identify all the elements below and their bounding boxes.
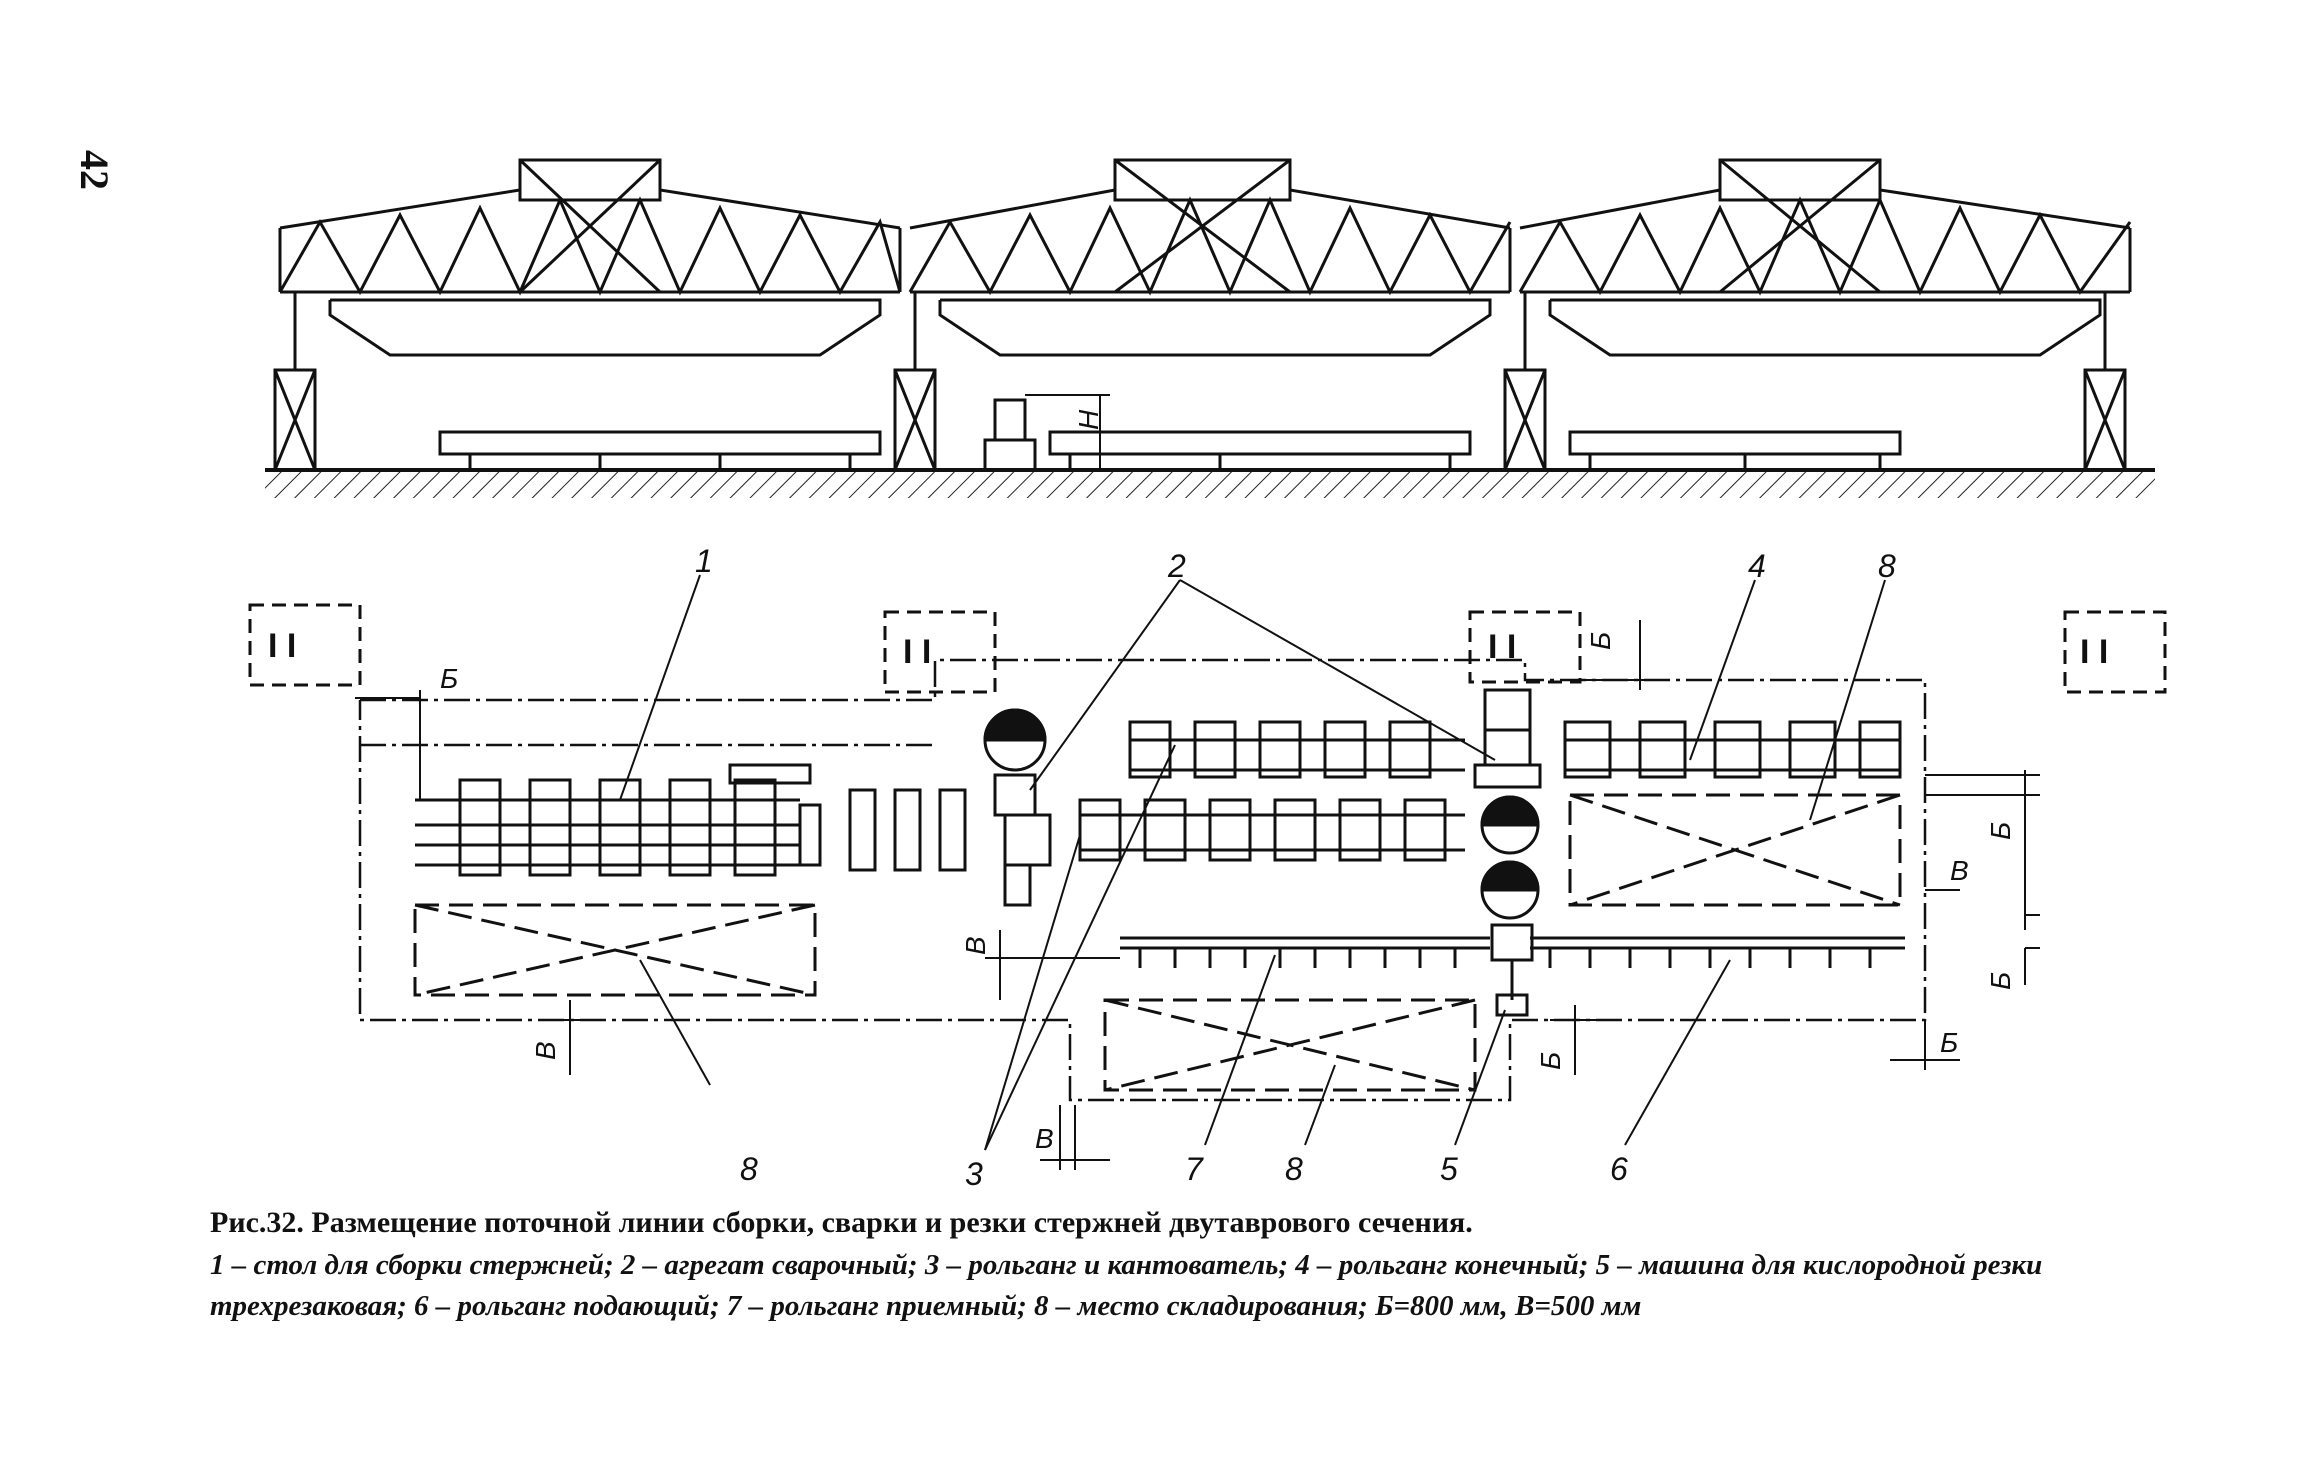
dim-b-6: Б	[1940, 1027, 1958, 1058]
roof-truss-bay-2	[908, 158, 1512, 357]
callout-5: 5	[1440, 1151, 1458, 1187]
welding-unit-right	[1473, 688, 1542, 920]
callout-1: 1	[695, 543, 713, 579]
callout-4: 4	[1748, 548, 1766, 584]
dim-v-2: В	[960, 936, 991, 955]
dim-v-4: В	[1950, 855, 1969, 886]
callout-8-left: 8	[740, 1151, 758, 1187]
column-markers	[248, 603, 2167, 694]
welding-unit-left	[983, 708, 1052, 907]
column-marker-4: I I	[2080, 633, 2108, 671]
callout-2: 2	[1167, 548, 1186, 584]
column-marker-labels: I I I I I I I I	[268, 627, 2108, 671]
caption-title: Рис.32. Размещение поточной линии сборки…	[210, 1206, 1473, 1239]
dimension-lines	[355, 620, 2040, 1170]
callout-8-top: 8	[1878, 548, 1896, 584]
section-view	[265, 158, 2155, 498]
cutting-machine-5	[1490, 923, 1534, 1017]
plan-view	[248, 574, 2167, 1170]
dimension-letters: Б В В В Б Б Б В Б Б	[440, 632, 2016, 1154]
roof-truss-bay-1	[278, 158, 902, 357]
end-roller-conveyor-4	[1563, 720, 1902, 779]
dim-b-3: Б	[1585, 632, 1616, 650]
roof-truss-bay-3	[1518, 158, 2132, 357]
callout-8-mid: 8	[1285, 1151, 1303, 1187]
floor-equipment	[438, 394, 1902, 472]
feeding-roller-conveyor-6	[1530, 936, 1905, 968]
dim-b-1: Б	[440, 663, 458, 694]
callout-6: 6	[1610, 1151, 1628, 1187]
column-marker-3: I I	[1488, 628, 1516, 666]
dim-v-1: В	[530, 1041, 561, 1060]
transfer-rollers	[848, 788, 967, 872]
receiving-roller-conveyor-7	[1120, 936, 1490, 968]
roller-conveyor-3	[1078, 720, 1465, 862]
callout-numbers: 1 2 4 8 8 3 7 8 5 6	[695, 543, 1896, 1192]
storage-areas	[413, 793, 1902, 1092]
dimension-label-h: Н	[1073, 409, 1104, 430]
callout-7: 7	[1185, 1151, 1204, 1187]
assembly-table-1	[415, 763, 822, 877]
dim-b-5: Б	[1985, 972, 2016, 990]
callout-3: 3	[965, 1156, 983, 1192]
figure-caption: Рис.32. Размещение поточной линии сборки…	[210, 1205, 2210, 1327]
column-marker-1: I I	[268, 627, 296, 665]
caption-legend: 1 – стол для сборки стержней; 2 – агрега…	[210, 1249, 2043, 1322]
dim-v-3: В	[1035, 1123, 1054, 1154]
dim-b-4: Б	[1985, 822, 2016, 840]
columns	[273, 292, 2127, 472]
dim-b-2: Б	[1535, 1052, 1566, 1070]
column-marker-2: I I	[903, 633, 931, 671]
leader-lines	[619, 574, 1886, 1151]
